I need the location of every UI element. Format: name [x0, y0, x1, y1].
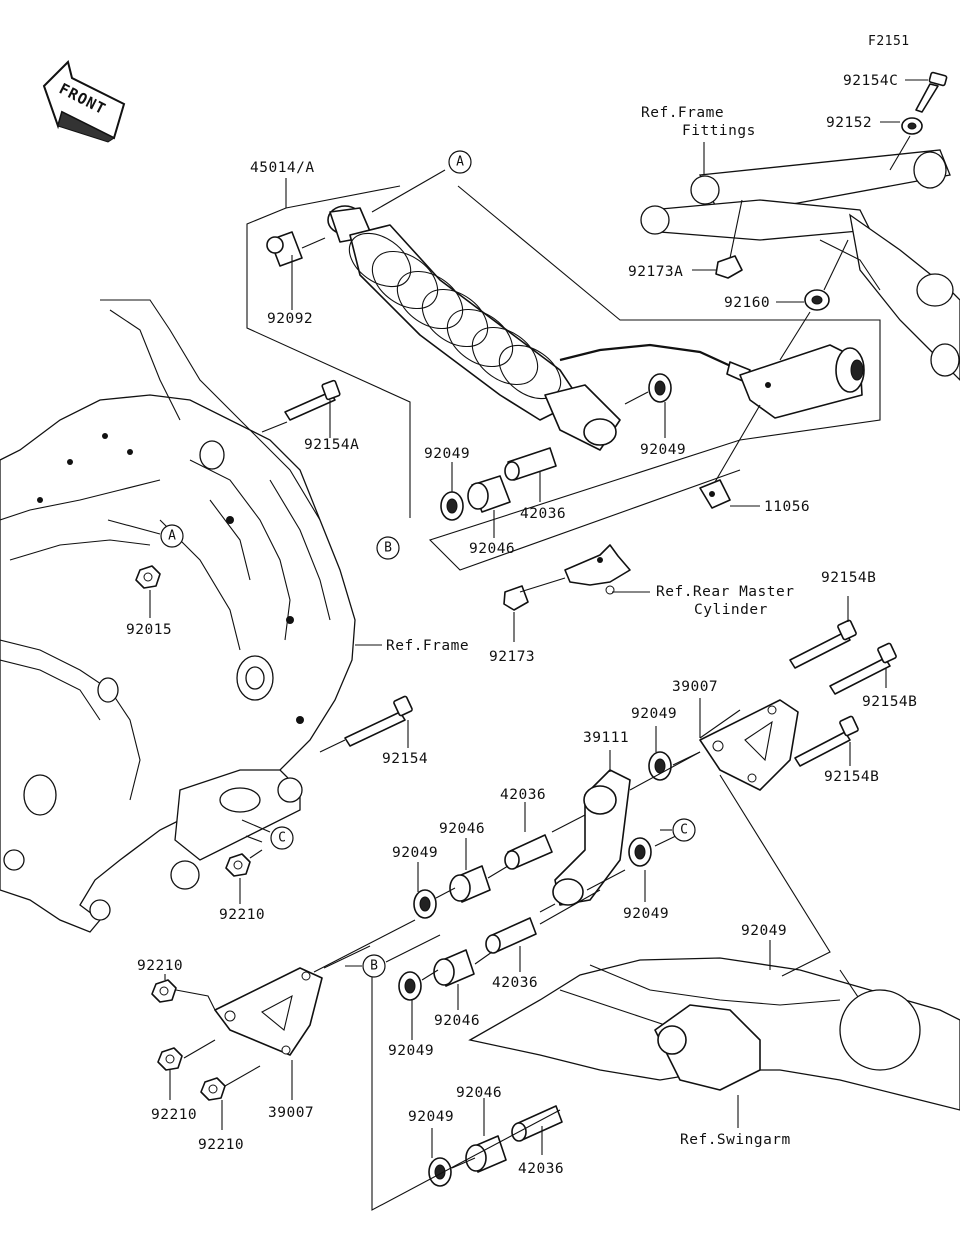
svg-text:B: B — [384, 541, 392, 556]
oil-seal-92049-h — [428, 1157, 452, 1187]
label-92154B: 92154B — [824, 769, 879, 785]
label-92210: 92210 — [151, 1107, 197, 1123]
nut-92210-d — [200, 1077, 226, 1101]
damper-92160 — [804, 289, 830, 311]
needle-bearing-92046-b — [449, 865, 491, 903]
collar-42036-a — [504, 447, 557, 481]
rocker-arm-39111 — [552, 769, 631, 906]
rear-shock-absorber — [327, 205, 865, 451]
label-92154A: 92154A — [304, 437, 359, 453]
bolt-92154A — [284, 379, 341, 421]
callout-b-low: B — [362, 954, 386, 978]
figure-code: F2151 — [868, 34, 910, 49]
label-92049: 92049 — [631, 706, 677, 722]
svg-text:C: C — [680, 823, 688, 838]
label-92160: 92160 — [724, 295, 770, 311]
oil-seal-92049-b — [648, 373, 672, 403]
tie-rod-plate-39007-a — [699, 699, 799, 791]
label-92154C: 92154C — [843, 73, 898, 89]
part-labels: 45014/A 92092 92154A 92049 92049 42036 9… — [126, 73, 917, 1177]
label-92152: 92152 — [826, 115, 872, 131]
label-92049: 92049 — [388, 1043, 434, 1059]
svg-text:A: A — [168, 529, 176, 544]
callout-a-frame: A — [160, 524, 184, 548]
clamp-92173 — [503, 585, 529, 611]
label-92154B: 92154B — [862, 694, 917, 710]
label-39007: 39007 — [672, 679, 718, 695]
label-42036: 42036 — [520, 506, 566, 522]
needle-bearing-92046-c — [433, 949, 475, 987]
oil-seal-92049-g — [398, 971, 422, 1001]
bolt-92154 — [344, 695, 413, 747]
ref-frame-fittings-1: Ref.Frame — [641, 105, 724, 121]
label-92046: 92046 — [456, 1085, 502, 1101]
label-92046: 92046 — [434, 1013, 480, 1029]
label-92173: 92173 — [489, 649, 535, 665]
label-92049: 92049 — [640, 442, 686, 458]
label-92049: 92049 — [392, 845, 438, 861]
label-92210: 92210 — [137, 958, 183, 974]
label-11056: 11056 — [764, 499, 810, 515]
bolt-92154B-a — [789, 619, 857, 669]
oil-seal-92049-d — [413, 889, 437, 919]
nut-92210-a — [225, 853, 251, 877]
front-arrow-icon: FRONT — [42, 60, 126, 143]
label-92210: 92210 — [198, 1137, 244, 1153]
label-92173A: 92173A — [628, 264, 683, 280]
nut-92210-b — [151, 979, 177, 1003]
label-92049: 92049 — [424, 446, 470, 462]
label-42036: 42036 — [518, 1161, 564, 1177]
bracket-11056 — [699, 479, 731, 509]
collar-42036-d — [511, 1105, 563, 1142]
nut-92015 — [135, 565, 161, 589]
callout-a-top: A — [448, 150, 472, 174]
frame-outline — [0, 299, 356, 933]
label-92046: 92046 — [439, 821, 485, 837]
label-42036: 42036 — [500, 787, 546, 803]
bolt-92154C — [915, 71, 948, 113]
leader-lines — [107, 79, 928, 1211]
ref-frame-fittings-2: Fittings — [682, 123, 756, 139]
nut-92210-c — [157, 1047, 183, 1071]
label-92049: 92049 — [741, 923, 787, 939]
bushing-92092 — [266, 231, 303, 267]
label-92046: 92046 — [469, 541, 515, 557]
swingarm-outline — [468, 957, 960, 1111]
oil-seal-92049-c — [648, 751, 672, 781]
label-92092: 92092 — [267, 311, 313, 327]
ref-swingarm: Ref.Swingarm — [680, 1132, 791, 1148]
ref-rear-master-1: Ref.Rear Master — [656, 584, 794, 600]
label-45014A: 45014/A — [250, 160, 315, 176]
callout-b-mid: B — [376, 536, 400, 560]
rear-master-cylinder-bracket — [564, 544, 631, 595]
label-39007: 39007 — [268, 1105, 314, 1121]
frame-fittings — [640, 149, 960, 381]
label-42036: 42036 — [492, 975, 538, 991]
label-39111: 39111 — [583, 730, 629, 746]
needle-bearing-92046-a — [467, 475, 511, 513]
ref-frame: Ref.Frame — [386, 638, 469, 654]
label-92049: 92049 — [623, 906, 669, 922]
ref-rear-master-2: Cylinder — [694, 602, 768, 618]
oil-seal-92049-e — [628, 837, 652, 867]
callout-c-frame: C — [270, 826, 294, 850]
callout-c-link: C — [672, 818, 696, 842]
oil-seal-92049-a — [440, 491, 464, 521]
label-92049: 92049 — [408, 1109, 454, 1125]
svg-text:C: C — [278, 831, 286, 846]
collar-42036-c — [485, 917, 537, 954]
clamp-92173A — [715, 255, 743, 279]
tie-rod-plate-39007-b — [214, 967, 323, 1056]
svg-text:B: B — [370, 959, 378, 974]
bolt-92154B-c — [794, 715, 859, 767]
collar-92152 — [901, 117, 923, 135]
collar-42036-b — [504, 834, 553, 870]
label-92015: 92015 — [126, 622, 172, 638]
label-92154B: 92154B — [821, 570, 876, 586]
label-92210: 92210 — [219, 907, 265, 923]
bolt-92154B-b — [829, 642, 897, 695]
label-92154: 92154 — [382, 751, 428, 767]
svg-text:A: A — [456, 155, 464, 170]
